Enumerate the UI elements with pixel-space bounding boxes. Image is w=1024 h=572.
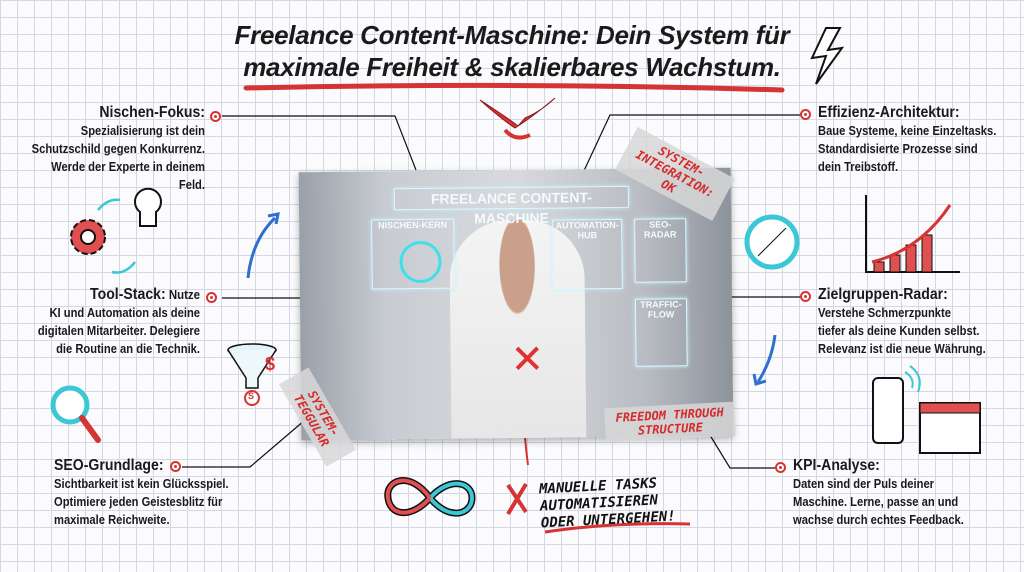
effizienz-block: Effizienz-Architektur: Baue Systeme, kei… — [818, 104, 1024, 176]
marker-effizienz — [800, 109, 811, 120]
coin-symbol: S — [248, 391, 255, 401]
kpi-block: KPI-Analyse: Daten sind der Puls deiner … — [793, 457, 1013, 529]
hero-photo: FREELANCE CONTENT-MASCHINE NISCHEN-KERN … — [298, 167, 734, 441]
bird-icon — [479, 97, 556, 140]
magnifier-icon — [50, 385, 101, 443]
tool-stack-title-suffix: Nutze — [165, 287, 200, 302]
kpi-line: Daten sind der Puls deiner — [793, 476, 935, 491]
title-underline — [243, 82, 785, 93]
nischen-fokus-title: Nischen-Fokus: — [99, 104, 205, 121]
tape-freedom-through-structure: FREEDOM THROUGH STRUCTURE — [604, 401, 736, 443]
tool-stack-line: digitalen Mitarbeiter. Delegiere — [37, 323, 201, 338]
zielgruppen-line: Relevanz ist die neue Währung. — [818, 341, 986, 356]
kpi-title: KPI-Analyse: — [793, 457, 880, 474]
title-line-1: Freelance Content-Maschine: Dein System … — [234, 20, 790, 50]
holo-box-traffic-flow: TRAFFIC-FLOW — [634, 298, 688, 367]
marker-zielgruppen — [800, 291, 811, 302]
kpi-line: Maschine. Lerne, passe an und — [793, 494, 959, 509]
effizienz-line: Standardisierte Prozesse sind — [818, 141, 978, 156]
tool-stack-block: Tool-Stack: Nutze KI und Automation als … — [0, 286, 200, 358]
marker-tool-stack — [206, 292, 217, 303]
marker-nischen-fokus — [210, 111, 221, 122]
marker-kpi — [775, 462, 786, 473]
title-line-2: maximale Freiheit & skalierbares Wachstu… — [243, 52, 781, 82]
marker-seo-grundlage — [170, 461, 181, 472]
zielgruppen-line: tiefer als deine Kunden selbst. — [818, 323, 980, 338]
tool-stack-line: die Routine an die Technik. — [56, 341, 200, 356]
nischen-fokus-line: Spezialisierung ist dein — [80, 123, 205, 138]
seo-grundlage-line: maximale Reichweite. — [54, 512, 170, 527]
holo-box-label: AUTOMATION-HUB — [555, 219, 619, 241]
x-mark-icon — [506, 482, 528, 516]
nischen-fokus-block: Nischen-Fokus: Spezialisierung ist dein … — [0, 104, 205, 194]
holo-box-seo-radar: SEO-RADAR — [634, 218, 687, 283]
kpi-line: wachse durch echtes Feedback. — [793, 512, 964, 527]
seo-grundlage-line: Sichtbarkeit ist kein Glücksspiel. — [54, 476, 229, 491]
red-x-icon: ✕ — [510, 337, 545, 383]
blue-arrow-left — [246, 216, 277, 279]
funnel-dollar-symbol: $ — [265, 354, 276, 374]
holo-box-label: NISCHEN-KERN — [378, 219, 448, 231]
tool-stack-line: KI und Automation als deine — [49, 305, 200, 320]
gear-bulb-icon — [70, 187, 162, 274]
funnel-icon — [227, 343, 277, 406]
cyan-circle — [399, 240, 442, 284]
growth-chart-icon — [865, 195, 960, 273]
effizienz-title: Effizienz-Architektur: — [818, 104, 960, 121]
effizienz-line: Baue Systeme, keine Einzeltasks. — [818, 123, 997, 138]
seo-grundlage-block: SEO-Grundlage: Sichtbarkeit ist kein Glü… — [54, 457, 294, 529]
tool-stack-title: Tool-Stack: — [90, 286, 166, 303]
zielgruppen-title: Zielgruppen-Radar: — [818, 286, 948, 303]
effizienz-line: dein Treibstoff. — [818, 159, 899, 174]
callout-underline — [544, 522, 691, 534]
seo-grundlage-line: Optimiere jeden Geistesblitz für — [54, 494, 223, 509]
zielgruppen-block: Zielgruppen-Radar: Verstehe Schmerzpunkt… — [818, 286, 1024, 358]
phone-calendar-icon — [872, 365, 981, 454]
callout-text: MANUELLE TASKS AUTOMATISIEREN ODER UNTER… — [539, 475, 676, 533]
holo-box-label: SEO-RADAR — [643, 219, 677, 240]
lightning-icon — [810, 27, 845, 85]
holo-box-automation-hub: AUTOMATION-HUB — [552, 218, 623, 290]
seo-grundlage-title: SEO-Grundlage: — [54, 457, 164, 474]
holo-box-label: TRAFFIC-FLOW — [640, 299, 682, 320]
nischen-fokus-line: Schutzschild gegen Konkurrenz. — [31, 141, 206, 156]
nischen-fokus-line: Werde der Experte in deinem Feld. — [51, 159, 206, 192]
compass-icon — [744, 214, 800, 270]
holo-header: FREELANCE CONTENT-MASCHINE — [393, 185, 629, 226]
zielgruppen-line: Verstehe Schmerzpunkte — [818, 305, 951, 320]
blue-arrow-right — [756, 334, 777, 383]
